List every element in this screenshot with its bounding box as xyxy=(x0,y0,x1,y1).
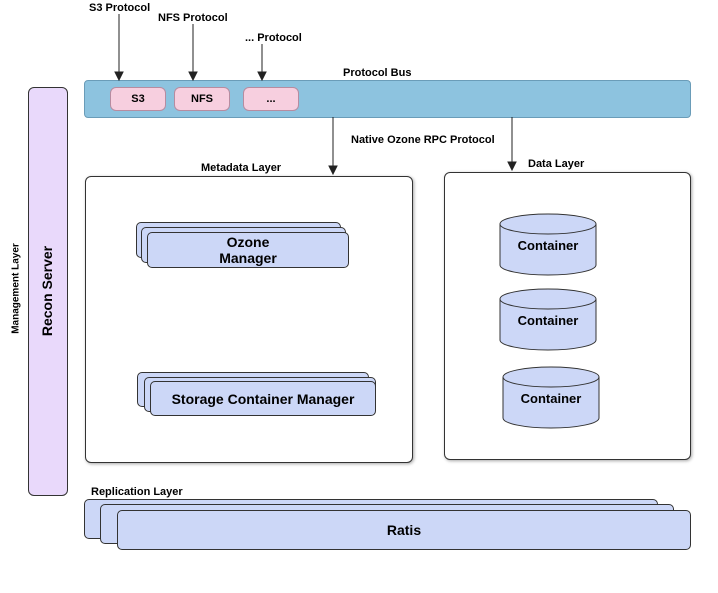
storage-container-manager: Storage Container Manager xyxy=(150,381,376,416)
ozone-manager: Ozone Manager xyxy=(147,232,349,268)
other-protocol-pill: ... xyxy=(243,87,299,111)
data-layer-title: Data Layer xyxy=(528,158,585,170)
recon-server-box xyxy=(28,87,68,496)
container-cylinder-3 xyxy=(502,366,600,429)
container-cylinder-1 xyxy=(499,213,597,276)
metadata-layer-title: Metadata Layer xyxy=(201,162,282,174)
rpc-protocol-label: Native Ozone RPC Protocol xyxy=(351,134,495,146)
nfs-pill: NFS xyxy=(174,87,230,111)
container-label-1: Container xyxy=(517,237,579,253)
protocol-bus-title: Protocol Bus xyxy=(343,67,412,79)
other-protocol-label: ... Protocol xyxy=(245,32,302,44)
container-label-2: Container xyxy=(517,312,579,328)
s3-protocol-label: S3 Protocol xyxy=(89,2,151,14)
s3-pill: S3 xyxy=(110,87,166,111)
replication-layer-title: Replication Layer xyxy=(91,486,183,498)
container-cylinder-2 xyxy=(499,288,597,351)
nfs-protocol-label: NFS Protocol xyxy=(158,12,228,24)
container-label-3: Container xyxy=(520,390,582,406)
ratis: Ratis xyxy=(117,510,691,550)
